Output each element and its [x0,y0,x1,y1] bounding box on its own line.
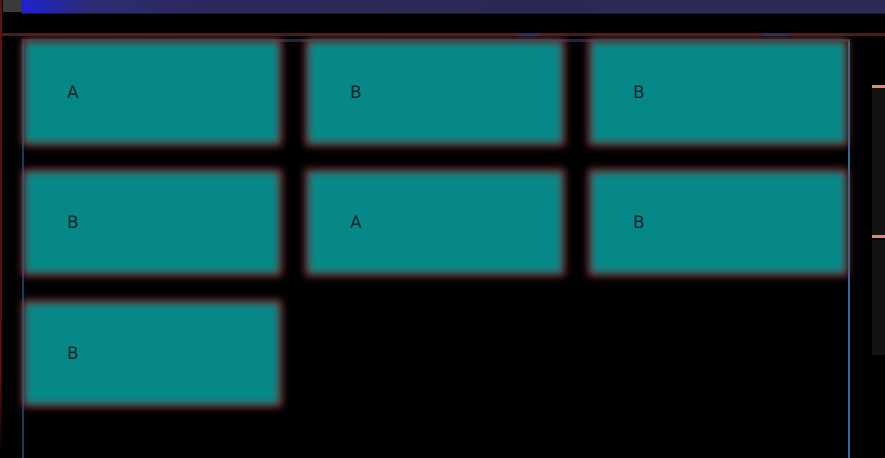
card-background [22,39,282,146]
right-peek-card-top[interactable] [872,85,885,238]
card-background [22,169,282,276]
card-label: A [350,212,362,233]
card-a-2[interactable]: A [305,169,565,276]
card-b-4[interactable]: B [588,169,848,276]
topbar-chip [3,0,21,12]
card-label: B [67,212,79,233]
card-background [305,169,565,276]
card-b-2[interactable]: B [588,39,848,146]
topbar-gradient-bar [21,0,885,14]
right-peek-card-bottom[interactable] [872,240,885,355]
top-bar [0,0,885,14]
rule-dash-2 [764,33,787,36]
card-background [588,39,848,146]
card-b-1[interactable]: B [305,39,565,146]
card-b-3[interactable]: B [22,169,282,276]
card-label: B [633,212,645,233]
card-label: A [67,82,79,103]
card-background [22,300,282,407]
card-label: B [350,82,362,103]
card-a-1[interactable]: A [22,39,282,146]
left-edge-line [0,0,2,456]
card-label: B [633,82,645,103]
card-b-5[interactable]: B [22,300,282,407]
rule-dash-1 [517,33,540,36]
horizontal-rule [0,33,885,36]
card-background [588,169,848,276]
card-label: B [67,343,79,364]
card-background [305,39,565,146]
